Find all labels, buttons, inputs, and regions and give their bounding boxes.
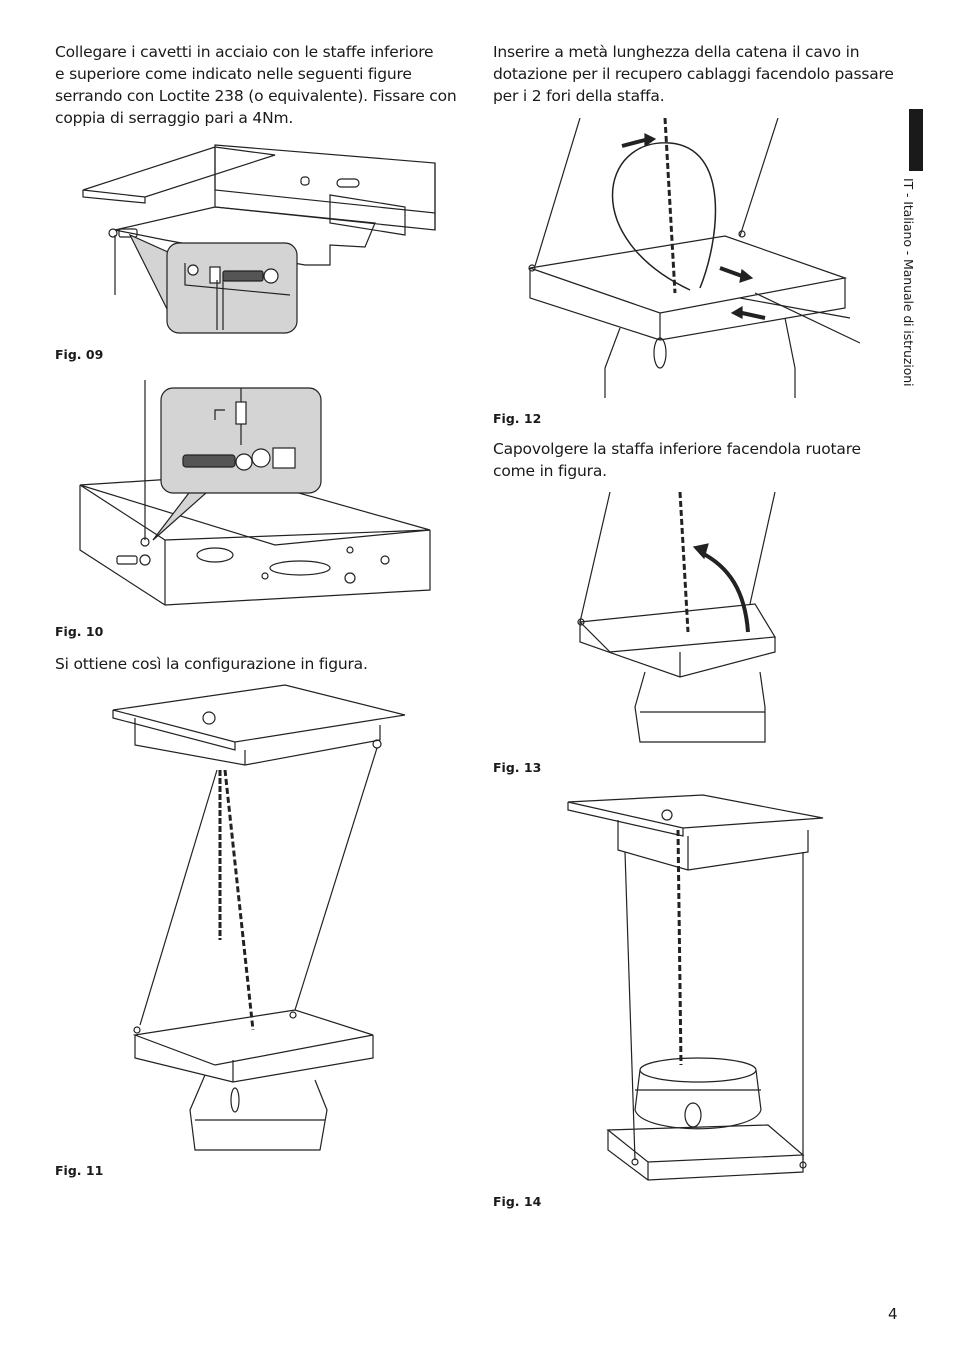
figure-13-illustration (570, 492, 790, 747)
right-intro-line-2: dotazione per il recupero cablaggi facen… (493, 65, 894, 83)
left-intro-paragraph: Collegare i cavetti in acciaio con le st… (55, 41, 457, 129)
page-number: 4 (888, 1305, 898, 1323)
left-intro-line-1: Collegare i cavetti in acciaio con le st… (55, 43, 434, 61)
figure-11-illustration (105, 680, 415, 1160)
rotate-line-2: come in figura. (493, 462, 607, 480)
side-language-label: IT - Italiano - Manuale di istruzioni (901, 178, 916, 387)
rotate-line-1: Capovolgere la staffa inferiore facendol… (493, 440, 861, 458)
figure-10-caption: Fig. 10 (55, 624, 104, 639)
figure-10-illustration (75, 380, 445, 610)
rotate-paragraph: Capovolgere la staffa inferiore facendol… (493, 438, 861, 482)
right-intro-paragraph: Inserire a metà lunghezza della catena i… (493, 41, 894, 107)
config-text: Si ottiene così la configurazione in fig… (55, 655, 368, 673)
left-intro-line-4: coppia di serraggio pari a 4Nm. (55, 109, 294, 127)
figure-12-illustration (520, 118, 860, 398)
left-intro-line-2: e superiore come indicato nelle seguenti… (55, 65, 412, 83)
figure-09-caption: Fig. 09 (55, 347, 104, 362)
figure-11-caption: Fig. 11 (55, 1163, 104, 1178)
side-tab-marker (909, 109, 923, 171)
figure-14-illustration (563, 790, 828, 1185)
figure-14-caption: Fig. 14 (493, 1194, 542, 1209)
left-intro-line-3: serrando con Loctite 238 (o equivalente)… (55, 87, 457, 105)
figure-13-caption: Fig. 13 (493, 760, 542, 775)
figure-12-caption: Fig. 12 (493, 411, 542, 426)
right-intro-line-3: per i 2 fori della staffa. (493, 87, 665, 105)
figure-09-illustration (75, 135, 455, 345)
right-intro-line-1: Inserire a metà lunghezza della catena i… (493, 43, 860, 61)
